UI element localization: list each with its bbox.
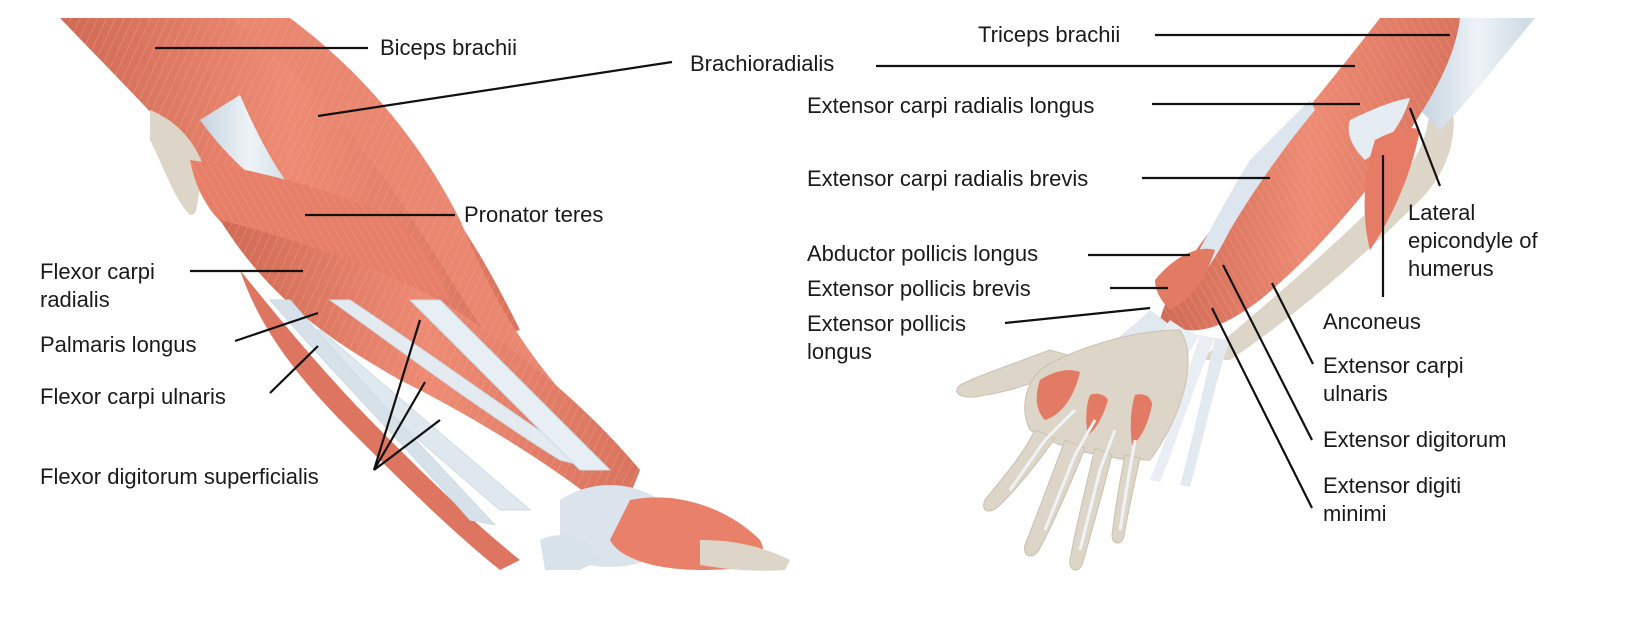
label-biceps-brachii: Biceps brachii bbox=[380, 35, 517, 60]
leader-fds-2 bbox=[373, 381, 426, 471]
leader-flexor-carpi-ulnaris bbox=[269, 345, 319, 394]
label-extensor-carpi-ulnaris: Extensor carpi ulnaris bbox=[1323, 353, 1464, 406]
left-leader-lines bbox=[155, 46, 673, 471]
label-flexor-carpi-radialis: Flexor carpi radialis bbox=[40, 259, 155, 312]
radial-tendon-strip bbox=[1180, 100, 1315, 290]
triceps-tendon bbox=[1420, 18, 1535, 130]
label-extensor-pollicis-brevis: Extensor pollicis brevis bbox=[807, 276, 1031, 301]
right-posterior-arm bbox=[956, 18, 1535, 571]
right-leader-lines bbox=[876, 33, 1450, 509]
leader-extensor-digitorum bbox=[1222, 264, 1313, 441]
label-abductor-pollicis-longus: Abductor pollicis longus bbox=[807, 241, 1039, 266]
abductor-pollicis-longus-muscle bbox=[1155, 248, 1215, 310]
common-extensor-tendon bbox=[1348, 98, 1410, 160]
label-palmaris-longus: Palmaris longus bbox=[40, 332, 197, 357]
leader-fds-1 bbox=[372, 319, 422, 471]
label-anconeus: Anconeus bbox=[1323, 309, 1421, 334]
label-extensor-pollicis-longus: Extensor pollicis longus bbox=[807, 311, 966, 364]
leader-extensor-digiti-minimi bbox=[1211, 307, 1313, 509]
label-flexor-digitorum-superficialis: Flexor digitorum superficialis bbox=[40, 464, 319, 489]
label-brachioradialis: Brachioradialis bbox=[690, 51, 835, 76]
anconeus-muscle bbox=[1364, 128, 1420, 250]
left-anterior-arm bbox=[60, 18, 790, 571]
label-flexor-carpi-ulnaris: Flexor carpi ulnaris bbox=[40, 384, 226, 409]
leader-extensor-carpi-ulnaris bbox=[1271, 282, 1314, 365]
label-extensor-digitorum: Extensor digitorum bbox=[1323, 427, 1507, 452]
label-triceps-brachii: Triceps brachii bbox=[978, 22, 1121, 47]
finger-extensor-hood bbox=[1008, 408, 1137, 551]
leader-epl bbox=[1004, 306, 1151, 325]
label-extensor-digiti-minimi: Extensor digiti minimi bbox=[1323, 473, 1462, 526]
hand bbox=[956, 329, 1189, 571]
label-extensor-carpi-radialis-brevis: Extensor carpi radialis brevis bbox=[807, 166, 1089, 191]
label-lateral-epicondyle: Lateral epicondyle of humerus bbox=[1408, 200, 1538, 281]
palm bbox=[1024, 329, 1189, 461]
leader-fds-3 bbox=[373, 419, 441, 471]
leader-lateral-epicondyle bbox=[1408, 107, 1442, 187]
leader-brachioradialis bbox=[317, 60, 673, 118]
flexor-carpi-ulnaris-muscle bbox=[240, 270, 520, 570]
label-pronator-teres: Pronator teres bbox=[464, 202, 604, 227]
leader-palmaris-longus bbox=[234, 311, 319, 343]
flexor-tendons bbox=[268, 299, 612, 526]
elbow-bone bbox=[150, 110, 205, 215]
label-extensor-carpi-radialis-longus: Extensor carpi radialis longus bbox=[807, 93, 1095, 118]
ulna-bone bbox=[1200, 95, 1454, 360]
